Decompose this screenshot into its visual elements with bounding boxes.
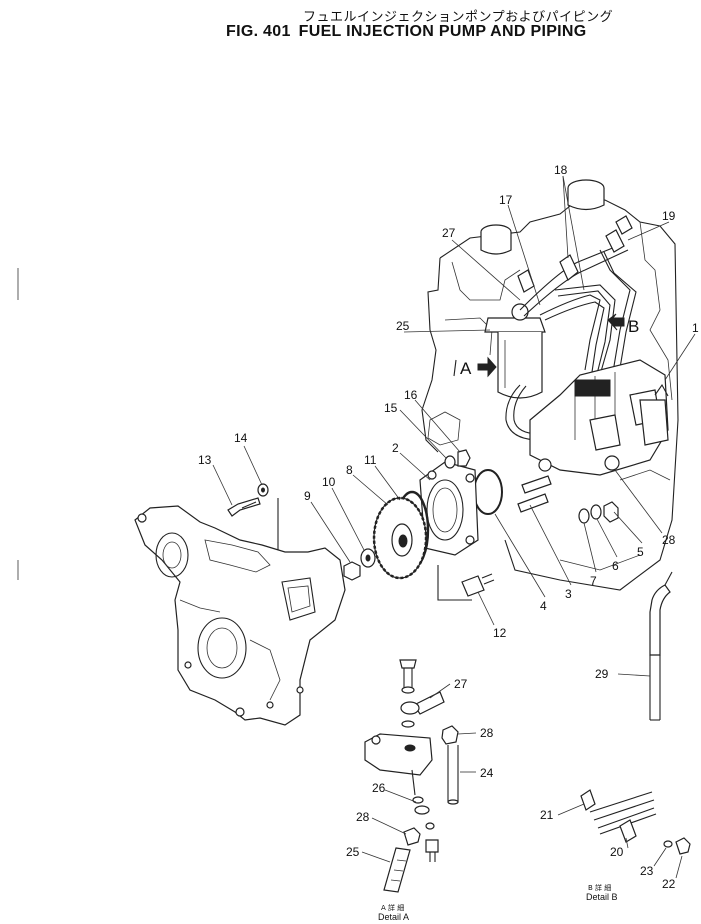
callout-19: 19 [662,209,676,223]
callout-10: 10 [322,475,336,489]
stud-3b [521,475,552,494]
bolt-12 [461,573,495,597]
callout-13: 13 [198,453,212,467]
drive-gear [372,496,428,580]
callout-labels: 1 2 3 4 5 6 7 8 9 10 11 12 13 14 15 16 1… [198,163,699,891]
fuel-filter [484,303,546,399]
detail-b: B 詳 細 Detail B [557,789,691,902]
view-arrow-b: B [607,313,639,336]
detail-a-caption: Detail A [378,912,409,922]
callout-25: 25 [396,319,410,333]
callout-9: 9 [304,489,311,503]
callout-3: 3 [565,587,572,601]
title-japanese: フュエルインジェクションポンプおよびパイピング [303,10,614,25]
nut-5 [603,501,619,523]
callout-4: 4 [540,599,547,613]
callout-28: 28 [662,533,676,547]
nut [343,561,361,581]
callout-detail-a-27: 27 [454,677,468,691]
callout-1: 1 [692,321,699,335]
callout-18: 18 [554,163,568,177]
detail-a-jp: A 詳 細 [381,903,404,912]
detail-b-jp: B 詳 細 [588,883,611,892]
figure-title-text: FUEL INJECTION PUMP AND PIPING [298,23,587,40]
view-arrow-a: A [453,356,497,378]
callout-7: 7 [590,574,597,588]
callout-detail-a-26: 26 [372,781,386,795]
figure-title: FIG. 401 FUEL INJECTION PUMP AND PIPING [226,23,595,41]
callout-27: 27 [442,226,456,240]
detail-b-caption: Detail B [586,892,618,902]
injection-pipes [505,215,637,449]
callout-6: 6 [612,559,619,573]
timing-gear-case [134,505,346,726]
washer-6 [590,504,602,520]
callout-11: 11 [364,453,377,467]
callout-detail-b-20: 20 [610,845,624,859]
fuel-hose [649,571,673,721]
callout-29: 29 [595,667,609,681]
detail-a: A 詳 細 Detail A [361,659,477,922]
injection-pump [529,359,669,476]
drive-housing [419,461,479,556]
callout-8: 8 [346,463,353,477]
callout-17: 17 [499,193,513,207]
view-label-a: A [460,359,472,378]
callout-5: 5 [637,545,644,559]
figure-number: FIG. 401 [226,23,291,40]
callout-12: 12 [493,626,507,640]
leader-lines [212,175,696,677]
callout-2: 2 [392,441,399,455]
washer-7 [578,508,590,524]
engine-block [421,179,679,591]
callout-15: 15 [384,401,398,415]
callout-detail-b-21: 21 [540,808,554,822]
callout-detail-a-24: 24 [480,766,494,780]
view-label-b: B [628,317,639,336]
o-ring [473,469,503,515]
callout-16: 16 [404,388,418,402]
callout-detail-a-28-lower: 28 [356,810,370,824]
callout-detail-a-25: 25 [346,845,360,859]
nut-16 [457,449,471,467]
callout-detail-a-28-upper: 28 [480,726,494,740]
callout-detail-b-23: 23 [640,864,654,878]
stud-3 [517,493,549,513]
callout-14: 14 [234,431,248,445]
washer-15 [444,455,456,469]
callout-detail-b-22: 22 [662,877,676,891]
